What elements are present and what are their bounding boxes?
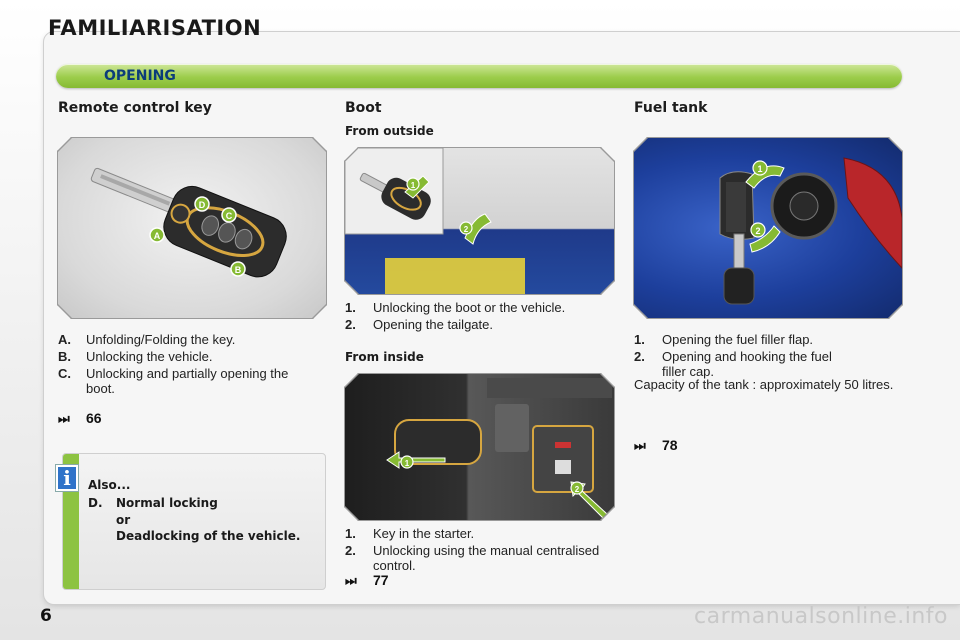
item-key: 1. bbox=[345, 300, 356, 315]
boot-inside-subheading: From inside bbox=[345, 350, 424, 364]
item-text: Opening the fuel filler flap. bbox=[662, 332, 814, 347]
item-text: Unfolding/Folding the key. bbox=[86, 332, 236, 347]
fuel-tank-illustration: 1 2 bbox=[634, 138, 902, 318]
callout-1: 1 bbox=[405, 459, 410, 468]
item-key: 2. bbox=[345, 543, 356, 558]
page-header-title: FAMILIARISATION bbox=[48, 16, 262, 40]
remote-key-image: D C A B bbox=[58, 138, 326, 318]
boot-heading: Boot bbox=[345, 100, 382, 116]
page-ref-number: 77 bbox=[373, 572, 389, 588]
watermark: carmanualsonline.info bbox=[694, 604, 948, 629]
remote-key-list: A. Unfolding/Folding the key. B. Unlocking… bbox=[58, 332, 318, 398]
fuel-tank-page-ref[interactable]: ⏭ 78 bbox=[634, 437, 678, 454]
list-item: A. Unfolding/Folding the key. bbox=[58, 332, 318, 347]
callout-2: 2 bbox=[575, 485, 580, 494]
callout-1: 1 bbox=[411, 181, 416, 190]
item-text: Opening the tailgate. bbox=[373, 317, 493, 332]
item-text: Unlocking and partially opening the boot… bbox=[86, 366, 289, 396]
list-item: C. Unlocking and partially opening the bo… bbox=[58, 366, 318, 396]
item-key: 1. bbox=[634, 332, 645, 347]
also-line-1: Normal locking bbox=[116, 496, 218, 510]
fuel-tank-heading: Fuel tank bbox=[634, 100, 708, 116]
list-item: 2. Opening and hooking the fuel filler ca… bbox=[634, 349, 904, 379]
boot-page-ref[interactable]: ⏭ 77 bbox=[345, 572, 389, 589]
page-ref-number: 66 bbox=[86, 410, 102, 426]
remote-key-page-ref[interactable]: ⏭ 66 bbox=[58, 410, 102, 427]
list-item: 2. Opening the tailgate. bbox=[345, 317, 607, 332]
list-item: B. Unlocking the vehicle. bbox=[58, 349, 318, 364]
boot-inside-illustration: 1 2 bbox=[345, 374, 614, 520]
item-text: Opening and hooking the fuel filler cap. bbox=[662, 349, 832, 379]
list-item: 2. Unlocking using the manual centralised… bbox=[345, 543, 607, 573]
boot-inside-list: 1. Key in the starter. 2. Unlocking using … bbox=[345, 526, 607, 575]
fuel-tank-image: 1 2 bbox=[634, 138, 902, 318]
callout-1: 1 bbox=[757, 164, 762, 174]
item-key: 2. bbox=[634, 349, 645, 364]
list-item: 1. Opening the fuel filler flap. bbox=[634, 332, 904, 347]
key-callouts: D C A B bbox=[150, 197, 245, 276]
page-number: 6 bbox=[40, 606, 52, 626]
skip-forward-icon: ⏭ bbox=[345, 573, 357, 588]
callout-2: 2 bbox=[755, 226, 760, 236]
also-title: Also... bbox=[88, 478, 131, 492]
item-text: Unlocking using the manual centralised c… bbox=[373, 543, 600, 573]
callout-b: B bbox=[235, 265, 242, 275]
remote-key-illustration: D C A B bbox=[58, 138, 326, 318]
boot-inside-image: 1 2 bbox=[345, 374, 614, 520]
boot-outside-image: 1 2 bbox=[345, 148, 614, 294]
also-key: D. bbox=[88, 496, 103, 510]
info-icon: i bbox=[56, 465, 78, 491]
item-key: A. bbox=[58, 332, 71, 347]
fuel-tank-list: 1. Opening the fuel filler flap. 2. Openin… bbox=[634, 332, 904, 381]
section-bar: OPENING bbox=[56, 64, 902, 88]
section-title: OPENING bbox=[104, 68, 176, 84]
page-ref-number: 78 bbox=[662, 437, 678, 453]
item-key: 2. bbox=[345, 317, 356, 332]
callout-2: 2 bbox=[464, 225, 469, 234]
remote-key-heading: Remote control key bbox=[58, 100, 212, 116]
item-key: B. bbox=[58, 349, 71, 364]
fuel-tank-capacity: Capacity of the tank : approximately 50 … bbox=[634, 377, 894, 392]
boot-outside-list: 1. Unlocking the boot or the vehicle. 2. O… bbox=[345, 300, 607, 334]
list-item: 1. Key in the starter. bbox=[345, 526, 607, 541]
callout-a: A bbox=[154, 231, 161, 241]
list-item: 1. Unlocking the boot or the vehicle. bbox=[345, 300, 607, 315]
skip-forward-icon: ⏭ bbox=[58, 411, 70, 426]
boot-outside-illustration: 1 2 bbox=[345, 148, 614, 294]
item-text: Key in the starter. bbox=[373, 526, 475, 541]
item-text: Unlocking the vehicle. bbox=[86, 349, 213, 364]
skip-forward-icon: ⏭ bbox=[634, 438, 646, 453]
boot-outside-subheading: From outside bbox=[345, 124, 434, 138]
item-text: Unlocking the boot or the vehicle. bbox=[373, 300, 566, 315]
item-key: 1. bbox=[345, 526, 356, 541]
callout-d: D bbox=[199, 200, 206, 210]
also-line-3: Deadlocking of the vehicle. bbox=[116, 529, 301, 543]
also-box bbox=[62, 453, 326, 590]
callout-c: C bbox=[226, 211, 233, 221]
item-key: C. bbox=[58, 366, 71, 381]
also-line-2: or bbox=[116, 513, 131, 527]
